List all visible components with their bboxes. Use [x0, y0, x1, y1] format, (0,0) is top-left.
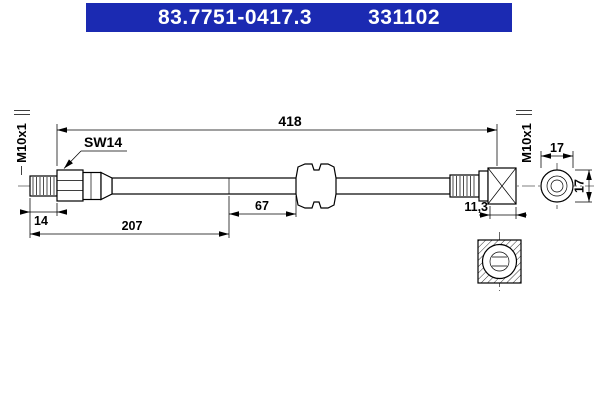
dim-418-label: 418	[278, 113, 302, 129]
dim-17w-label: 17	[550, 141, 564, 155]
hose-tube	[111, 177, 451, 195]
dim-overall-length: 418	[56, 113, 498, 166]
thread-right-ticks	[516, 110, 532, 115]
left-crimp-collar	[82, 171, 102, 201]
end-view-bore-circle	[550, 179, 564, 193]
thread-right: M10x1	[516, 110, 534, 163]
dim-fitting-right: 11,3	[464, 200, 527, 219]
part-number: 83.7751-0417.3	[157, 5, 313, 29]
dim-end-height: 17	[573, 169, 592, 203]
end-view	[540, 169, 574, 203]
dim-section-middle: 67	[229, 196, 297, 217]
dim-207-label: 207	[122, 219, 143, 233]
left-hex-nut	[56, 169, 84, 202]
dim-14-label: 14	[34, 214, 48, 228]
left-thread-hatching	[32, 177, 55, 195]
wrench-size-label: SW14	[84, 134, 122, 150]
cross-section-thread-lines	[492, 256, 507, 267]
left-collar-taper	[100, 171, 113, 201]
end-view-outer-circle	[540, 169, 574, 203]
right-nut-cross	[487, 167, 517, 205]
dim-thread-length-left: 14	[20, 198, 67, 238]
left-fitting	[29, 169, 113, 202]
thread-left: M10x1	[14, 110, 30, 175]
right-ring	[478, 170, 489, 202]
header-bar: 83.7751-0417.3 331102	[86, 3, 512, 32]
catalog-number: 331102	[368, 5, 441, 29]
left-hex-facets	[57, 180, 83, 191]
wrench-size-leader	[63, 150, 82, 169]
dim-17h-label: 17	[573, 179, 587, 193]
dim-113-extensions	[489, 206, 517, 219]
right-crimp	[449, 174, 480, 198]
dim-113-label: 11,3	[464, 200, 488, 214]
dim-section-left: 207	[30, 196, 230, 238]
right-crimp-hatching	[452, 176, 475, 196]
grommet	[295, 163, 337, 209]
hose-body	[111, 177, 451, 195]
thread-right-label: M10x1	[519, 123, 534, 163]
dim-end-width: 17	[540, 141, 574, 168]
cross-section-bore	[481, 243, 518, 280]
end-view-thread-circle	[546, 175, 568, 197]
cross-section-view	[477, 239, 522, 284]
cross-section-inner-circle	[489, 251, 510, 272]
thread-left-label: M10x1	[14, 123, 29, 163]
right-fitting	[449, 167, 517, 205]
thread-left-ticks	[14, 110, 30, 115]
wrench-size: SW14	[63, 134, 127, 169]
dim-67-label: 67	[255, 199, 269, 213]
